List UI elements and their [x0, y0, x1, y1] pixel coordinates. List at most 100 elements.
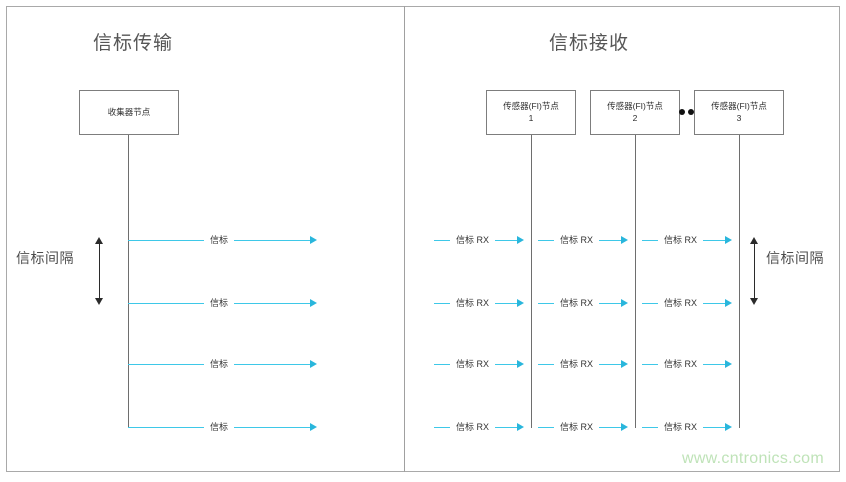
arrow-right-icon	[725, 360, 733, 368]
sensor-node-box-2[interactable]: 传感器(FI)节点 2	[590, 90, 680, 135]
beacon-rx-label: 信标 RX	[664, 297, 698, 308]
beacon-label: 信标	[210, 358, 229, 369]
rx-dash-icon	[538, 302, 554, 304]
left-beacon-interval-label: 信标间隔	[16, 252, 74, 267]
beacon-rx-row[interactable]: 信标 RX	[642, 296, 733, 310]
interval-arrow-shaft	[754, 240, 755, 302]
rx-line	[599, 302, 622, 304]
arrow-right-icon	[621, 360, 629, 368]
sensor-lifeline-1	[531, 135, 532, 428]
arrow-right-icon	[725, 299, 733, 307]
beacon-rx-row[interactable]: 信标 RX	[642, 420, 733, 434]
arrow-right-icon	[310, 299, 318, 307]
beacon-rx-label: 信标 RX	[560, 234, 594, 245]
interval-arrow-shaft	[99, 240, 100, 302]
beacon-rx-row[interactable]: 信标 RX	[434, 357, 525, 371]
arrow-right-icon	[517, 236, 525, 244]
sensor-node-box-3[interactable]: 传感器(FI)节点 3	[694, 90, 784, 135]
beacon-rx-label: 信标 RX	[664, 358, 698, 369]
beacon-line-right	[234, 302, 311, 304]
rx-dash-icon	[642, 239, 658, 241]
sensor-node-index: 3	[736, 112, 742, 123]
rx-dash-icon	[642, 426, 658, 428]
collector-node-label: 收集器节点	[107, 106, 151, 117]
rx-line	[495, 426, 518, 428]
beacon-message-row[interactable]: 信标	[128, 296, 318, 310]
beacon-rx-label: 信标 RX	[664, 234, 698, 245]
arrow-right-icon	[517, 423, 525, 431]
sensor-node-index: 1	[528, 112, 534, 123]
sensor-lifeline-3	[739, 135, 740, 428]
interval-arrow-down-icon	[95, 298, 103, 305]
sensor-node-label: 传感器(FI)节点	[503, 101, 559, 112]
beacon-message-row[interactable]: 信标	[128, 357, 318, 371]
arrow-right-icon	[725, 236, 733, 244]
arrow-right-icon	[621, 299, 629, 307]
rx-dash-icon	[642, 363, 658, 365]
arrow-right-icon	[310, 360, 318, 368]
beacon-rx-row[interactable]: 信标 RX	[434, 233, 525, 247]
diagram-frame	[6, 6, 840, 472]
rx-dash-icon	[434, 239, 450, 241]
beacon-rx-row[interactable]: 信标 RX	[642, 357, 733, 371]
beacon-rx-label: 信标 RX	[456, 421, 490, 432]
arrow-right-icon	[725, 423, 733, 431]
beacon-rx-row[interactable]: 信标 RX	[538, 296, 629, 310]
sensor-node-index: 2	[632, 112, 638, 123]
beacon-message-row[interactable]: 信标	[128, 420, 318, 434]
rx-line	[703, 363, 726, 365]
beacon-rx-label: 信标 RX	[560, 421, 594, 432]
sensor-node-label: 传感器(FI)节点	[711, 101, 767, 112]
right-beacon-interval-label: 信标间隔	[766, 252, 824, 267]
beacon-line-left	[128, 302, 204, 304]
arrow-right-icon	[621, 236, 629, 244]
beacon-line-right	[234, 426, 311, 428]
beacon-message-row[interactable]: 信标	[128, 233, 318, 247]
rx-line	[495, 302, 518, 304]
right-panel-title: 信标接收	[549, 33, 630, 54]
beacon-rx-label: 信标 RX	[560, 358, 594, 369]
rx-line	[495, 363, 518, 365]
beacon-rx-label: 信标 RX	[664, 421, 698, 432]
rx-line	[599, 426, 622, 428]
collector-lifeline	[128, 135, 129, 428]
beacon-label: 信标	[210, 421, 229, 432]
rx-dash-icon	[434, 426, 450, 428]
rx-dash-icon	[434, 363, 450, 365]
interval-arrow-down-icon	[750, 298, 758, 305]
rx-dash-icon	[538, 426, 554, 428]
beacon-rx-row[interactable]: 信标 RX	[642, 233, 733, 247]
beacon-line-right	[234, 239, 311, 241]
arrow-right-icon	[310, 236, 318, 244]
arrow-right-icon	[517, 360, 525, 368]
beacon-rx-label: 信标 RX	[456, 234, 490, 245]
beacon-rx-row[interactable]: 信标 RX	[434, 296, 525, 310]
left-panel-title: 信标传输	[93, 33, 174, 54]
rx-dash-icon	[538, 363, 554, 365]
left-beacon-interval-arrow	[95, 237, 104, 305]
arrow-right-icon	[621, 423, 629, 431]
rx-line	[599, 363, 622, 365]
beacon-rx-row[interactable]: 信标 RX	[538, 357, 629, 371]
beacon-label: 信标	[210, 234, 229, 245]
beacon-rx-row[interactable]: 信标 RX	[538, 420, 629, 434]
rx-dash-icon	[642, 302, 658, 304]
rx-line	[495, 239, 518, 241]
panel-divider	[404, 6, 405, 472]
beacon-line-left	[128, 239, 204, 241]
rx-line	[599, 239, 622, 241]
beacon-rx-row[interactable]: 信标 RX	[538, 233, 629, 247]
right-beacon-interval-arrow	[750, 237, 759, 305]
beacon-rx-row[interactable]: 信标 RX	[434, 420, 525, 434]
rx-dash-icon	[538, 239, 554, 241]
sensor-node-box-1[interactable]: 传感器(FI)节点 1	[486, 90, 576, 135]
sensor-node-label: 传感器(FI)节点	[607, 101, 663, 112]
rx-line	[703, 239, 726, 241]
beacon-line-left	[128, 426, 204, 428]
collector-node-box[interactable]: 收集器节点	[79, 90, 179, 135]
beacon-label: 信标	[210, 297, 229, 308]
sensor-lifeline-2	[635, 135, 636, 428]
rx-line	[703, 426, 726, 428]
beacon-rx-label: 信标 RX	[456, 297, 490, 308]
